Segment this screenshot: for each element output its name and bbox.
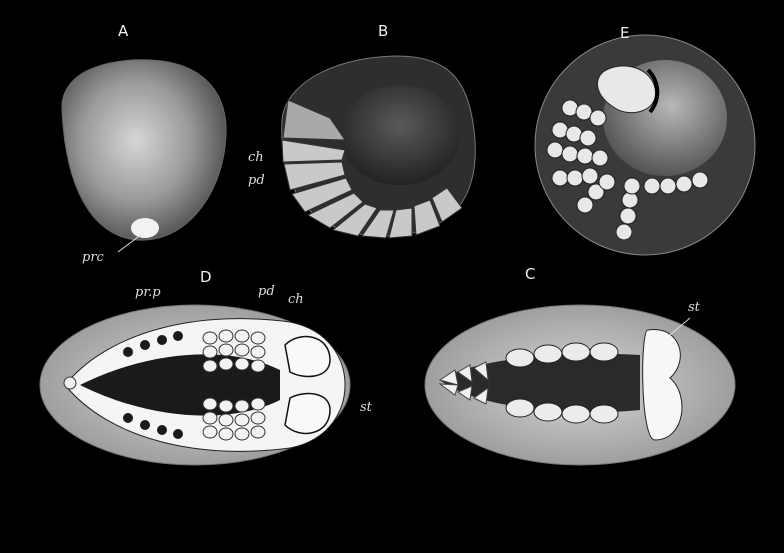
egg-b — [282, 56, 476, 238]
egg-a — [62, 60, 226, 252]
figure-label-a: A — [118, 22, 128, 40]
annotation-prc: prc — [82, 250, 104, 265]
figure-label-d: D — [200, 268, 212, 286]
annotation-prp: pr.p — [135, 285, 161, 300]
figure-label-b: B — [378, 22, 388, 40]
annotation-ch-top: ch — [248, 150, 264, 165]
figure-label-c: C — [525, 265, 535, 283]
egg-d — [40, 305, 350, 465]
annotation-ch-d: ch — [288, 292, 304, 307]
figure-label-e: E — [620, 24, 629, 42]
annotation-st-d: st — [360, 400, 372, 415]
annotation-pd-top: pd — [248, 173, 265, 188]
egg-e — [535, 35, 755, 255]
annotation-st-c: st — [688, 300, 700, 315]
annotation-pd-d: pd — [258, 284, 275, 299]
egg-c — [425, 305, 735, 465]
